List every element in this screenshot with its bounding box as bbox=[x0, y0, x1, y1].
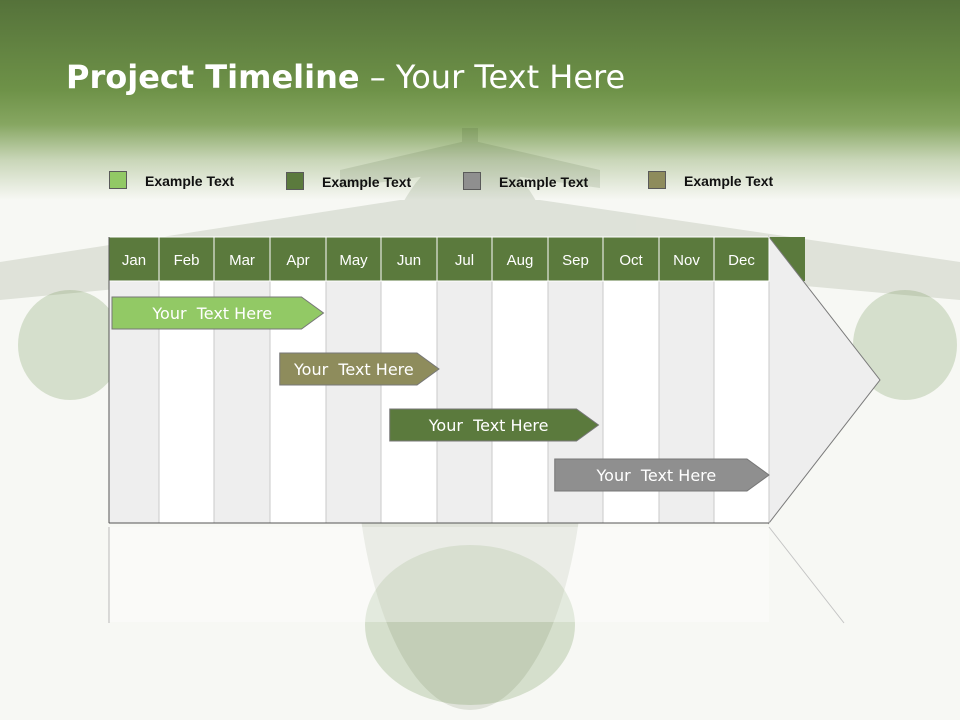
legend-label: Example Text bbox=[145, 173, 235, 189]
task-label: Your Text Here bbox=[151, 304, 272, 323]
month-label: Jun bbox=[397, 252, 421, 269]
month-label: Aug bbox=[507, 252, 534, 269]
month-header-cell bbox=[491, 236, 549, 282]
month-header-cell bbox=[547, 236, 604, 282]
header-banner bbox=[0, 0, 960, 200]
legend-label: Example Text bbox=[322, 174, 412, 190]
month-header-cell bbox=[325, 236, 382, 282]
task-bar bbox=[554, 458, 770, 492]
page-title: Project Timeline – Your Text Here bbox=[66, 58, 625, 96]
month-label: Apr bbox=[286, 252, 309, 269]
month-label: Nov bbox=[673, 252, 700, 269]
month-label: Dec bbox=[728, 252, 755, 269]
month-column bbox=[325, 280, 382, 524]
legend-swatch bbox=[648, 171, 666, 189]
task-label: Your Text Here bbox=[428, 416, 549, 435]
month-header-cell bbox=[269, 236, 327, 282]
month-label: Jul bbox=[455, 252, 474, 269]
task-bar bbox=[279, 352, 440, 386]
legend-label: Example Text bbox=[499, 174, 589, 190]
timeline-reflection bbox=[109, 527, 769, 622]
title-bold: Project Timeline bbox=[66, 58, 360, 96]
reflection-arrow-edge bbox=[768, 526, 845, 624]
task-bar bbox=[111, 296, 325, 330]
legend-label: Example Text bbox=[684, 173, 774, 189]
month-header-cell bbox=[213, 236, 271, 282]
month-label: Jan bbox=[122, 252, 146, 269]
month-label: Oct bbox=[619, 252, 643, 269]
month-header-cell bbox=[380, 236, 438, 282]
month-label: Mar bbox=[229, 252, 255, 269]
month-header-cell bbox=[108, 236, 160, 282]
legend-swatch bbox=[463, 172, 481, 190]
arrow-head bbox=[768, 235, 881, 525]
month-header-cell bbox=[436, 236, 493, 282]
month-label: May bbox=[339, 252, 368, 269]
legend-swatch bbox=[109, 171, 127, 189]
month-header-cell bbox=[158, 236, 215, 282]
legend-swatch bbox=[286, 172, 304, 190]
task-label: Your Text Here bbox=[293, 360, 414, 379]
month-header-cell bbox=[713, 236, 770, 282]
title-subtitle: – Your Text Here bbox=[359, 58, 626, 96]
month-header-cell bbox=[658, 236, 715, 282]
month-label: Feb bbox=[174, 252, 200, 269]
month-label: Sep bbox=[562, 252, 589, 269]
month-column bbox=[436, 280, 493, 524]
month-column bbox=[491, 280, 549, 524]
task-label: Your Text Here bbox=[596, 466, 717, 485]
month-column bbox=[380, 280, 438, 524]
task-bar bbox=[389, 408, 600, 442]
